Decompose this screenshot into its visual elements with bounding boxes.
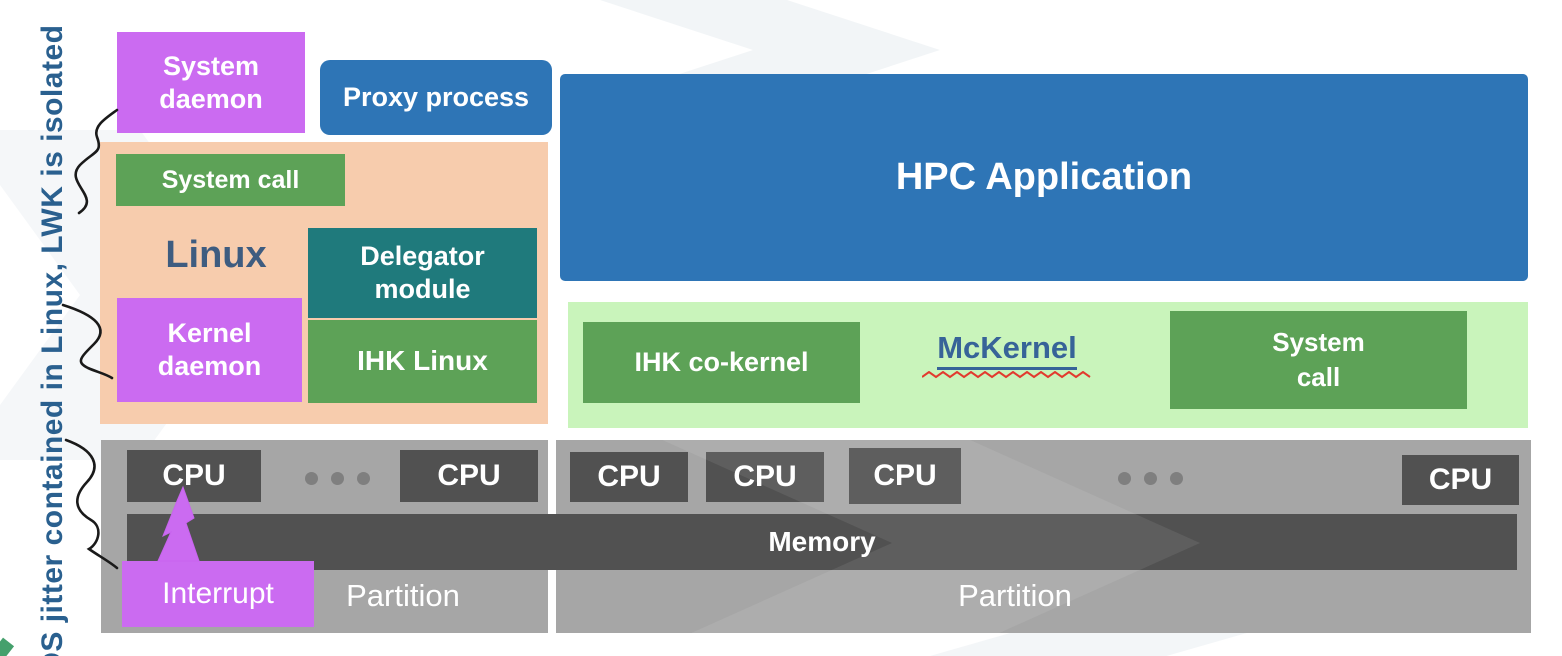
proxy-process-box: Proxy process xyxy=(320,60,552,135)
cpu-label: CPU xyxy=(162,459,226,492)
partition-right-label: Partition xyxy=(958,578,1072,613)
mckernel-system-call-line2: call xyxy=(1296,362,1341,392)
cpu-box: CPU xyxy=(127,450,261,502)
proxy-process-label: Proxy process xyxy=(342,82,530,113)
corner-green-mark xyxy=(0,637,15,656)
linux-label: Linux xyxy=(165,233,267,276)
interrupt-label: Interrupt xyxy=(162,576,274,610)
hpc-application-label: HPC Application xyxy=(895,156,1193,199)
ihk-cokernel-label: IHK co-kernel xyxy=(634,347,809,378)
kernel-daemon-label-line1: Kernel xyxy=(167,318,252,349)
cpu-label: CPU xyxy=(873,459,937,492)
ihk-linux-box: IHK Linux xyxy=(308,320,537,403)
memory-bar: Memory xyxy=(127,514,1517,570)
mckernel-label: McKernel xyxy=(937,330,1077,370)
cpu-box: CPU xyxy=(1402,455,1519,505)
ellipsis-dots xyxy=(1118,472,1183,485)
system-daemon-label-line2: daemon xyxy=(159,83,263,114)
delegator-label-line2: module xyxy=(374,274,471,304)
linux-system-call-box: System call xyxy=(116,154,345,206)
mckernel-system-call-box: System call xyxy=(1170,311,1467,409)
cpu-label: CPU xyxy=(733,460,797,493)
ihk-cokernel-box: IHK co-kernel xyxy=(583,322,860,403)
side-annotation: OS jitter contained in Linux, LWK is iso… xyxy=(36,24,69,656)
kernel-daemon-label-line2: daemon xyxy=(157,351,262,381)
cpu-label: CPU xyxy=(437,459,501,492)
ellipsis-dots xyxy=(305,472,370,485)
cpu-label: CPU xyxy=(597,460,661,493)
linux-system-call-label: System call xyxy=(161,165,300,194)
cpu-box: CPU xyxy=(400,450,538,502)
memory-label: Memory xyxy=(768,526,876,557)
mckernel-label-group: McKernel xyxy=(912,330,1102,390)
cpu-label: CPU xyxy=(1428,463,1493,496)
ihk-linux-label: IHK Linux xyxy=(357,345,488,377)
system-daemon-label-line1: System xyxy=(162,50,260,81)
cpu-box: CPU xyxy=(849,448,961,504)
delegator-label-line1: Delegator xyxy=(360,241,485,272)
mckernel-system-call-line1: System xyxy=(1272,326,1365,357)
system-daemon-box: System daemon xyxy=(117,32,305,133)
hpc-application-box: HPC Application xyxy=(560,74,1528,281)
partition-left-label: Partition xyxy=(346,578,460,613)
delegator-module-box: Delegator module xyxy=(308,228,537,318)
spellcheck-squiggle-icon xyxy=(922,371,1091,379)
kernel-daemon-box: Kernel daemon xyxy=(117,298,302,402)
cpu-box: CPU xyxy=(706,452,824,502)
cpu-box: CPU xyxy=(570,452,688,502)
interrupt-box: Interrupt xyxy=(122,561,314,627)
